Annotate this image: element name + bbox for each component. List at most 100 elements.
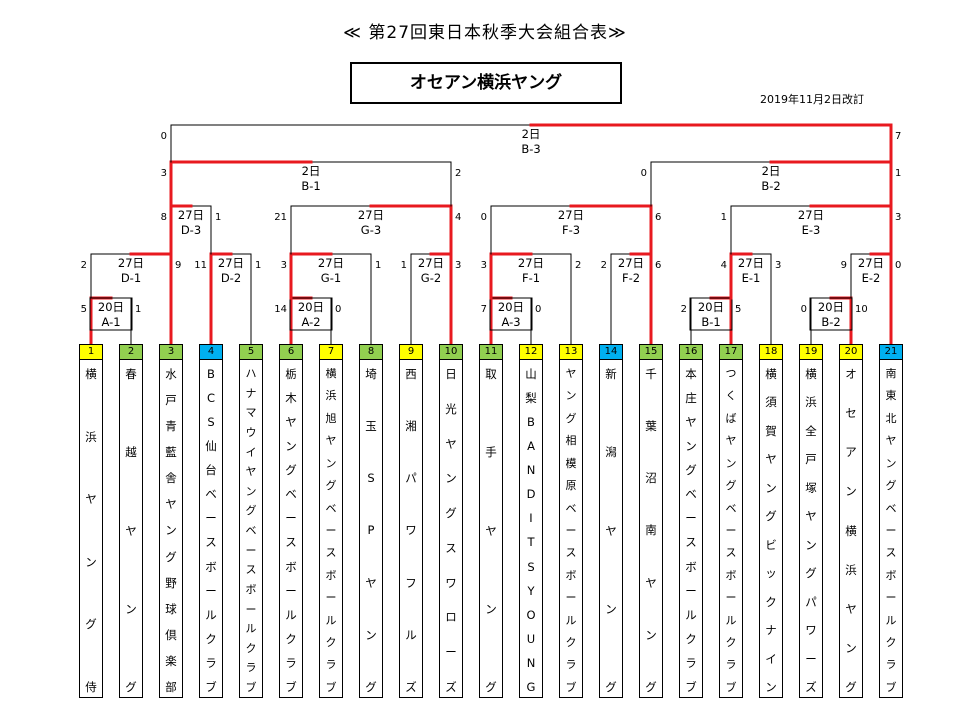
team-number: 11	[479, 344, 503, 359]
score-right: 2	[575, 260, 581, 271]
team-name: 日光ヤングスワローズ	[445, 368, 457, 693]
match-date: 27日	[518, 256, 544, 270]
match-id: B-2	[821, 315, 840, 329]
score-left: 1	[401, 260, 407, 271]
team-number: 14	[599, 344, 623, 359]
team-number: 18	[759, 344, 783, 359]
team-name: 横須賀ヤングビックナイン	[765, 368, 777, 693]
team-number: 3	[159, 344, 183, 359]
match-id: E-1	[742, 271, 761, 285]
score-right: 3	[895, 212, 901, 223]
score-right: 6	[655, 212, 661, 223]
team-name: 千葉沼南ヤング	[645, 368, 657, 693]
score-right: 10	[855, 304, 868, 315]
score-right: 0	[535, 304, 541, 315]
team-number: 13	[559, 344, 583, 359]
team-box: 西湘パワフルズ	[399, 359, 423, 698]
team-number: 7	[319, 344, 343, 359]
match-date: 27日	[218, 256, 244, 270]
match-date: 20日	[698, 300, 724, 314]
score-left: 2	[81, 260, 87, 271]
match-id: F-1	[522, 271, 540, 285]
score-right: 3	[775, 260, 781, 271]
team-number: 4	[199, 344, 223, 359]
score-right: 1	[895, 168, 901, 179]
score-right: 2	[455, 168, 461, 179]
score-left: 0	[641, 168, 647, 179]
match-date: 27日	[558, 208, 584, 222]
team-box: ヤング相模原ベースボールクラブ	[559, 359, 583, 698]
score-right: 5	[735, 304, 741, 315]
team-number: 15	[639, 344, 663, 359]
score-left: 4	[721, 260, 727, 271]
team-name: ハナマウイヤングベースボールクラブ	[245, 368, 257, 693]
team-name: 水戸青藍舎ヤング野球倶楽部	[165, 368, 177, 693]
match-id: B-3	[521, 142, 540, 156]
match-id: G-1	[321, 271, 341, 285]
team-name: 南東北ヤングベースボールクラブ	[885, 368, 897, 693]
team-box: 新潟ヤング	[599, 359, 623, 698]
team-name: 取手ヤング	[485, 368, 497, 693]
score-right: 6	[655, 260, 661, 271]
team-name: オセアン横浜ヤング	[845, 368, 857, 693]
team-name: 栃木ヤングベースボールクラブ	[285, 368, 297, 693]
team-name: 横浜ヤング侍	[85, 368, 97, 693]
team-box: 本庄ヤングベースボールクラブ	[679, 359, 703, 698]
team-box: 取手ヤング	[479, 359, 503, 698]
page-title: ≪ 第27回東日本秋季大会組合表≫	[343, 23, 627, 43]
score-left: 0	[801, 304, 807, 315]
champion-box: オセアン横浜ヤング	[350, 62, 622, 104]
match-date: 27日	[858, 256, 884, 270]
match-id: B-1	[301, 179, 320, 193]
score-right: 7	[895, 131, 901, 142]
score-left: 2	[681, 304, 687, 315]
match-date: 2日	[762, 164, 781, 178]
match-id: G-3	[361, 223, 381, 237]
score-right: 9	[175, 260, 181, 271]
score-left: 14	[274, 304, 287, 315]
score-right: 3	[455, 260, 461, 271]
match-date: 20日	[498, 300, 524, 314]
match-box	[89, 297, 133, 331]
score-left: 9	[841, 260, 847, 271]
team-name: 本庄ヤングベースボールクラブ	[685, 368, 697, 693]
team-box: 横浜ヤング侍	[79, 359, 103, 698]
team-box: 横浜旭ヤングベースボールクラブ	[319, 359, 343, 698]
match-box	[489, 297, 533, 331]
team-box: 水戸青藍舎ヤング野球倶楽部	[159, 359, 183, 698]
team-number: 1	[79, 344, 103, 359]
team-name: ヤング相模原ベースボールクラブ	[565, 368, 577, 693]
team-name: 横浜全戸塚ヤングパワーズ	[805, 368, 817, 693]
match-id: G-2	[421, 271, 441, 285]
match-id: E-3	[802, 223, 821, 237]
match-date: 20日	[98, 300, 124, 314]
score-left: 1	[721, 212, 727, 223]
team-box: ハナマウイヤングベースボールクラブ	[239, 359, 263, 698]
match-date: 20日	[298, 300, 324, 314]
match-id: D-2	[221, 271, 241, 285]
team-box: つくばヤングベースボールクラブ	[719, 359, 743, 698]
match-id: A-3	[501, 315, 520, 329]
match-date: 27日	[738, 256, 764, 270]
score-left: 3	[161, 168, 167, 179]
team-name: 新潟ヤング	[605, 368, 617, 693]
score-left: 8	[161, 212, 167, 223]
score-left: 3	[281, 260, 287, 271]
match-date: 27日	[358, 208, 384, 222]
score-left: 3	[481, 260, 487, 271]
match-box	[289, 297, 333, 331]
team-box: 南東北ヤングベースボールクラブ	[879, 359, 903, 698]
score-left: 2	[601, 260, 607, 271]
score-right: 1	[215, 212, 221, 223]
team-number: 16	[679, 344, 703, 359]
team-name: 横浜旭ヤングベースボールクラブ	[325, 368, 337, 693]
match-date: 27日	[318, 256, 344, 270]
revision-date: 2019年11月2日改訂	[760, 93, 864, 106]
